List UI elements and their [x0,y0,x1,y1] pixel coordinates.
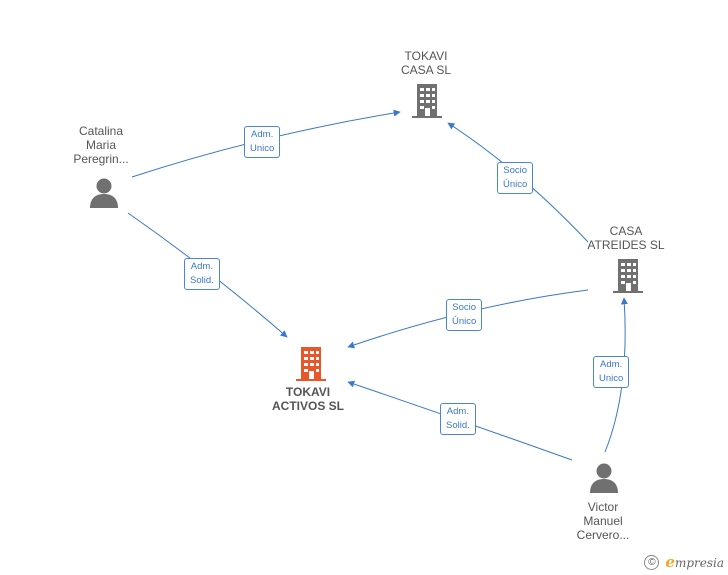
label-line: Único [452,316,477,327]
label-line: Victor [587,500,619,514]
label-line: Único [503,179,528,190]
label-line: Unico [599,373,624,384]
building-icon[interactable] [412,84,442,118]
edge-label-victor-tokavi-activos[interactable]: Adm. Solid. [440,403,476,435]
edge-label-catalina-tokavi-casa[interactable]: Adm. Unico [244,126,281,158]
label-line: Manuel [583,514,623,528]
edge-label-catalina-tokavi-activos[interactable]: Adm. Solid. [184,258,220,290]
label-line: Catalina [78,124,124,138]
edge-label-atreides-tokavi-casa[interactable]: Socio Único [497,162,534,194]
label-line: CASA [609,224,643,238]
node-label-casa-atreides[interactable]: CASA ATREIDES SL [576,224,676,252]
copyright-icon: © [644,554,660,570]
building-icon[interactable] [613,259,643,293]
label-line: Adm. [251,129,274,140]
label-line: Adm. [446,406,469,417]
brand-logo[interactable]: empresia [665,553,724,571]
label-line: Solid. [190,275,214,286]
node-label-catalina[interactable]: Catalina Maria Peregrin... [56,124,146,166]
label-line: Socio [503,165,528,176]
label-line: Cervero... [576,528,630,542]
edge-label-atreides-tokavi-activos[interactable]: Socio Único [446,299,483,331]
label-line: ACTIVOS SL [271,399,344,413]
brand-initial: e [665,553,675,571]
building-icon[interactable] [296,347,326,381]
label-line: Solid. [446,420,470,431]
label-line: Maria [85,138,116,152]
node-label-tokavi-activos[interactable]: TOKAVI ACTIVOS SL [258,385,358,413]
label-line: TOKAVI [285,385,331,399]
label-line: TOKAVI [404,49,448,63]
label-line: Peregrin... [73,152,129,166]
label-line: ATREIDES SL [587,238,665,252]
node-label-victor[interactable]: Victor Manuel Cervero... [558,500,648,542]
person-icon[interactable] [90,178,118,209]
footer-branding: © empresia [644,553,724,571]
brand-name: mpresia [674,556,724,570]
label-line: Adm. [190,261,213,272]
label-line: Unico [250,143,275,154]
node-label-tokavi-casa[interactable]: TOKAVI CASA SL [380,49,472,77]
label-line: Socio [452,302,477,313]
edge-label-victor-atreides[interactable]: Adm. Unico [593,356,630,388]
label-line: Adm. [600,359,623,370]
person-icon[interactable] [590,463,618,494]
label-line: CASA SL [400,63,452,77]
